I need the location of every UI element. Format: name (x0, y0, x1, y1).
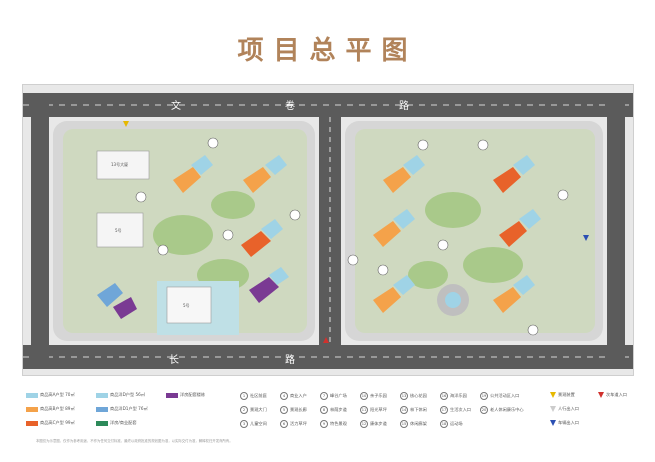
svg-text:5号: 5号 (115, 227, 122, 233)
legend-entry-secondary: 次车道入口 (598, 392, 627, 398)
legend-product-c: 商品高C户型 99㎡ (26, 420, 75, 426)
road-north-label-3: 路 (399, 99, 409, 112)
tower-e1 (383, 155, 425, 193)
road-east (607, 93, 625, 369)
building-5a (96, 212, 144, 248)
tower-w3 (241, 219, 283, 257)
tower-e5 (373, 275, 415, 313)
tower-w4 (249, 267, 289, 303)
road-west (31, 93, 49, 369)
building-13 (96, 150, 150, 180)
tower-e4 (499, 209, 541, 247)
tower-e3 (373, 209, 415, 247)
tower-e6 (493, 275, 535, 313)
tower-w2 (243, 155, 287, 193)
legend-product-d: 商品洋D户型 56㎡ (96, 392, 145, 398)
site-plan-svg: 文 卷 路 长 路 (23, 85, 633, 375)
svg-text:5号: 5号 (183, 302, 190, 308)
legend-entry-pedestrian: 人行出入口 (550, 406, 579, 412)
landscape-marker (123, 121, 129, 127)
svg-text:13号大厦: 13号大厦 (111, 161, 128, 167)
road-south-label-1: 长 (169, 354, 179, 366)
secondary-entrance-icon (323, 337, 329, 343)
site-plan-map: 文 卷 路 长 路 (22, 84, 634, 376)
legend-product-b: 商品高B户型 89㎡ (26, 406, 75, 412)
legend: 商品高A户型 70㎡ 商品高B户型 89㎡ 商品高C户型 99㎡ 商品洋D户型 … (22, 388, 632, 436)
road-south-label-2: 路 (285, 353, 295, 366)
legend-product-d1: 商品洋D1户型 76㎡ (96, 406, 148, 412)
clubhouse (166, 286, 212, 324)
tower-w5 (97, 283, 137, 319)
legend-product-support: 洋房配套楼栋 (166, 392, 205, 398)
tower-w1 (173, 155, 213, 193)
page-title: 项目总平图 (237, 36, 418, 66)
vehicle-entrance-icon (583, 235, 589, 241)
tower-e2 (493, 155, 535, 193)
disclaimer-note: 本图仅为示意图，仅作为参考用途，不作为任何交付标准，最终以政府批准的规划图为准，… (36, 439, 233, 443)
road-north-label-1: 文 (171, 99, 181, 112)
legend-entry-landscape: 景观装置 (550, 392, 575, 398)
road-north-label-2: 卷 (285, 99, 295, 112)
legend-entry-vehicle: 车辆出入口 (550, 420, 579, 426)
legend-product-commercial: 洋房/商业配套 (96, 420, 137, 426)
legend-product-a: 商品高A户型 70㎡ (26, 392, 75, 398)
